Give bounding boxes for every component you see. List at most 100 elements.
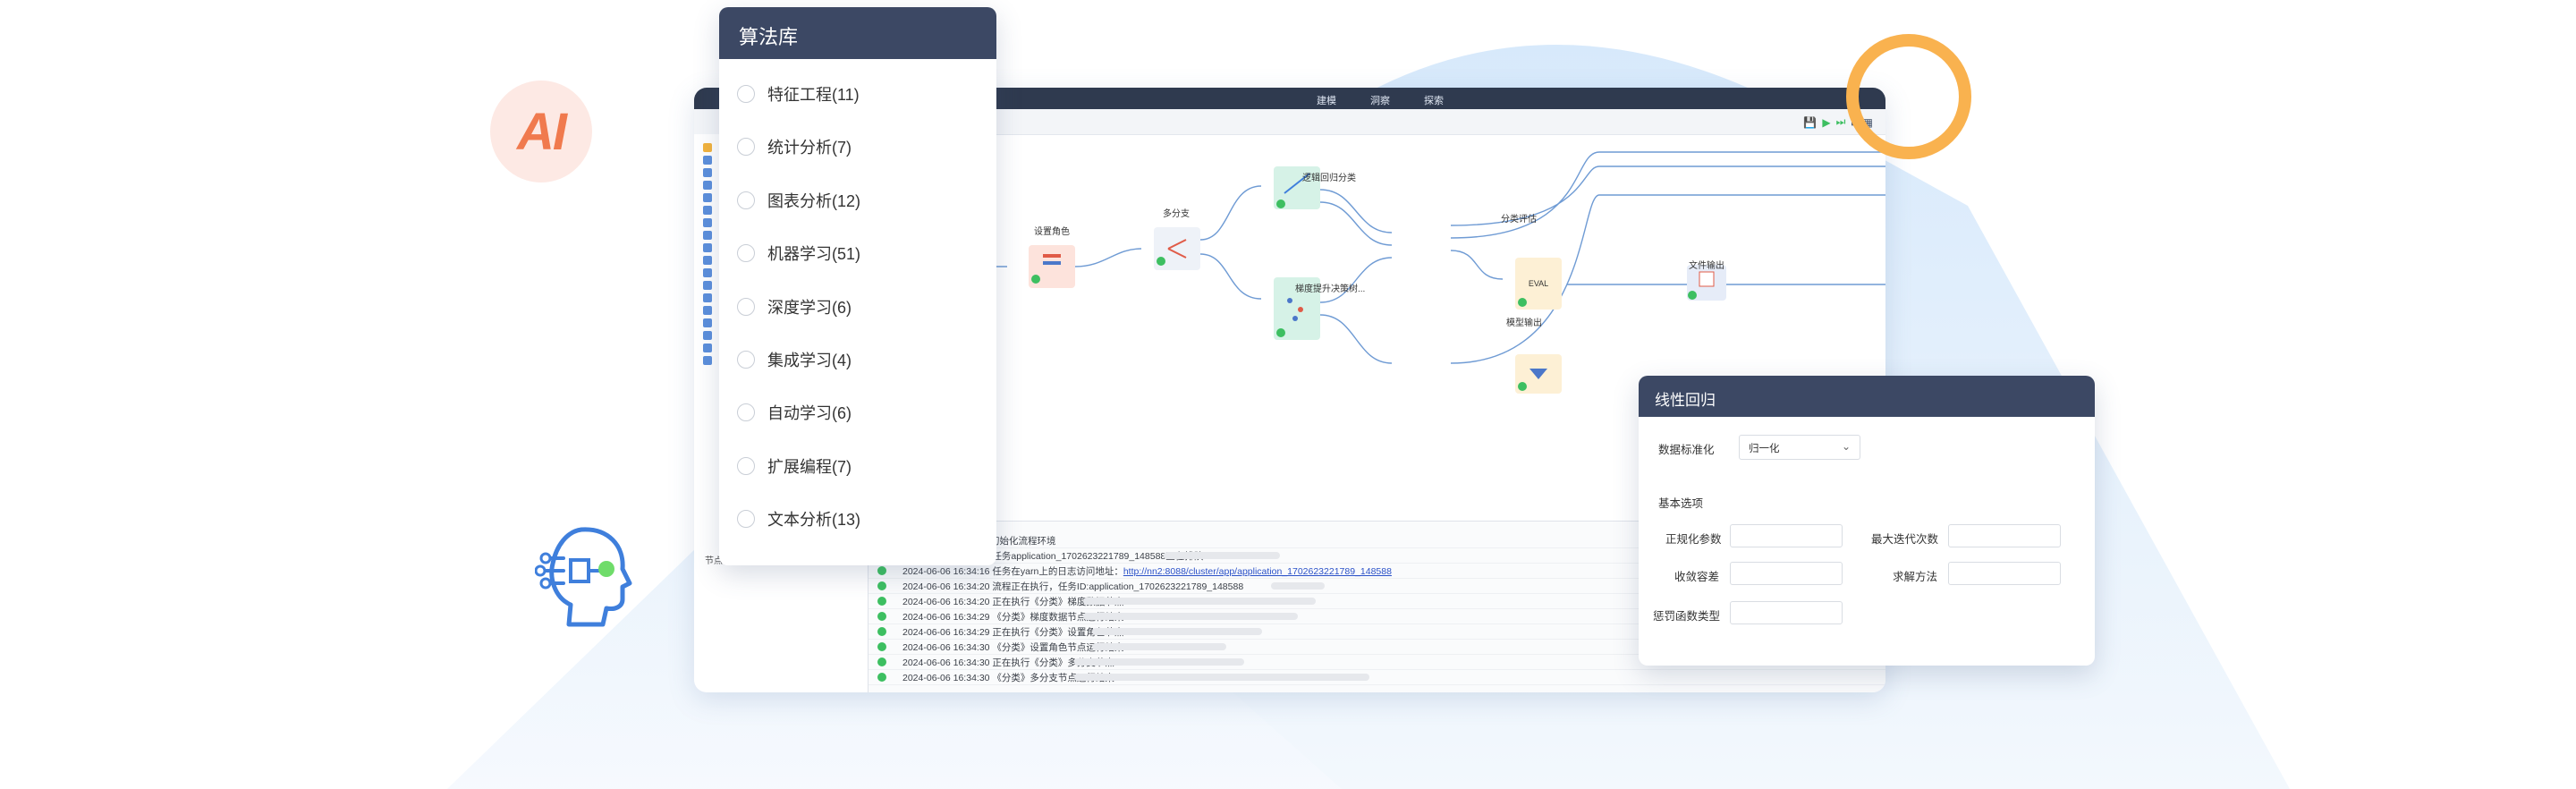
run-icon[interactable]: ▶ xyxy=(1822,115,1831,129)
basic-options-label: 基本选项 xyxy=(1658,497,1704,510)
library-item-label: 扩展编程(7) xyxy=(767,458,852,476)
layers-icon[interactable] xyxy=(703,256,712,265)
truck-icon[interactable] xyxy=(703,318,712,327)
std-select-value: 归一化 xyxy=(1749,444,1780,454)
library-item-auto-learning[interactable]: 自动学习(6) xyxy=(737,399,979,426)
reg-param-input[interactable] xyxy=(1730,524,1843,547)
flow-canvas: EVAL xyxy=(989,151,1885,394)
library-item-label: 文本分析(13) xyxy=(767,511,861,529)
log-row: 2024-06-06 16:34:29 正在执行《分类》设置角色节点 xyxy=(869,624,1885,640)
radio-icon[interactable] xyxy=(737,298,755,316)
puzzle-icon[interactable] xyxy=(703,243,712,252)
success-icon xyxy=(877,566,886,575)
radio-icon[interactable] xyxy=(737,351,755,369)
success-icon xyxy=(877,673,886,682)
menu-insight[interactable]: 洞察 xyxy=(1370,96,1390,106)
log-redacted-bar xyxy=(1074,658,1244,666)
linear-regression-panel: 线性回归 数据标准化 归一化 ⌄ 基本选项 正规化参数 最大迭代次数 收敛容差 … xyxy=(1639,376,2095,666)
library-title: 算法库 xyxy=(739,26,799,48)
node-file-output[interactable] xyxy=(1687,265,1726,301)
radio-icon[interactable] xyxy=(737,510,755,528)
menu-explore[interactable]: 探索 xyxy=(1424,96,1444,106)
flask-icon[interactable] xyxy=(703,231,712,240)
node-label-multi-branch: 多分支 xyxy=(1163,209,1190,219)
log-row: 2024-06-06 16:34:29 《分类》梯度数据节点运行结束 xyxy=(869,608,1885,624)
save-icon[interactable]: 💾 xyxy=(1803,115,1818,129)
library-item-machine-learning[interactable]: 机器学习(51) xyxy=(737,240,979,267)
library-item-ensemble-learning[interactable]: 集成学习(4) xyxy=(737,346,979,373)
radio-icon[interactable] xyxy=(737,403,755,421)
menu-modeling[interactable]: 建模 xyxy=(1317,96,1336,106)
node-set-role[interactable] xyxy=(1029,245,1075,288)
node-label-logistic: 逻辑回归分类 xyxy=(1302,174,1356,183)
library-item-extension-programming[interactable]: 扩展编程(7) xyxy=(737,453,979,479)
max-iter-input[interactable] xyxy=(1948,524,2061,547)
network-icon[interactable] xyxy=(703,206,712,215)
library-item-chart-analysis[interactable]: 图表分析(12) xyxy=(737,187,979,214)
library-header: 算法库 xyxy=(719,7,996,59)
max-iter-label: 最大迭代次数 xyxy=(1871,533,1939,546)
library-item-deep-learning[interactable]: 深度学习(6) xyxy=(737,293,979,320)
lr-title: 线性回归 xyxy=(1655,392,1716,409)
log-row: 2024-06-06 16:34:16 任务在yarn上的日志访问地址：http… xyxy=(869,563,1885,579)
log-redacted-bar xyxy=(1083,613,1298,620)
database-icon[interactable] xyxy=(703,156,712,165)
star-icon[interactable] xyxy=(703,143,712,152)
chart-icon[interactable] xyxy=(703,181,712,190)
std-select[interactable]: 归一化 ⌄ xyxy=(1739,435,1860,460)
node-model-output[interactable] xyxy=(1515,354,1562,394)
ai-badge-text: AI xyxy=(517,102,567,161)
node-label-model-output: 模型输出 xyxy=(1506,318,1542,328)
success-icon xyxy=(877,581,886,590)
refresh-icon[interactable] xyxy=(703,168,712,177)
brain-icon[interactable] xyxy=(703,268,712,277)
solver-input[interactable] xyxy=(1948,562,2061,585)
library-item-feature-engineering[interactable]: 特征工程(11) xyxy=(737,81,979,107)
pie-icon[interactable] xyxy=(703,218,712,227)
bars-icon[interactable] xyxy=(703,356,712,365)
radio-icon[interactable] xyxy=(737,85,755,103)
radio-icon[interactable] xyxy=(737,191,755,209)
radio-icon[interactable] xyxy=(737,457,755,475)
log-text: 2024-06-06 16:34:29 《分类》梯度数据节点运行结束 xyxy=(902,612,1124,623)
library-item-label: 统计分析(7) xyxy=(767,139,852,157)
log-text: 2024-06-06 16:34:20 正在执行《分类》梯度数据节点 xyxy=(902,597,1124,607)
lr-header: 线性回归 xyxy=(1639,376,2095,417)
code-icon[interactable] xyxy=(703,281,712,290)
run-step-icon[interactable]: ⏭ xyxy=(1835,115,1846,128)
log-text: 2024-06-06 16:34:16 任务在yarn上的日志访问地址：http… xyxy=(902,564,1392,578)
reg-param-label: 正规化参数 xyxy=(1665,533,1722,546)
library-item-text-analysis[interactable]: 文本分析(13) xyxy=(737,505,979,532)
log-text: 2024-06-06 16:34:29 正在执行《分类》设置角色节点 xyxy=(902,627,1124,638)
log-redacted-bar xyxy=(1271,582,1325,590)
library-item-statistics[interactable]: 统计分析(7) xyxy=(737,133,979,160)
log-text-prefix: 2024-06-06 16:34:16 任务在yarn上的日志访问地址： xyxy=(902,566,1123,577)
node-label-gbdt: 梯度提升决策树... xyxy=(1295,284,1366,294)
ai-badge: AI xyxy=(490,81,592,182)
log-redacted-bar xyxy=(1083,598,1316,605)
node-gbdt[interactable] xyxy=(1274,277,1320,340)
node-classification-eval[interactable]: EVAL xyxy=(1515,258,1562,310)
status-label: 节点 xyxy=(705,556,723,566)
library-item-label: 特征工程(11) xyxy=(767,86,860,104)
yarn-log-link[interactable]: http://nn2:8088/cluster/app/application_… xyxy=(1123,566,1392,577)
radio-icon[interactable] xyxy=(737,138,755,156)
plane-icon[interactable] xyxy=(703,344,712,352)
text-icon[interactable] xyxy=(703,293,712,302)
node-multi-branch[interactable] xyxy=(1154,227,1200,270)
success-icon xyxy=(877,658,886,666)
node-label-eval: 分类评估 xyxy=(1501,215,1537,225)
log-text: 2024-06-06 16:34:30 正在执行《分类》多分支节点 xyxy=(902,658,1114,668)
eval-text: EVAL xyxy=(1529,279,1548,288)
grid-icon[interactable] xyxy=(703,193,712,202)
gem-icon[interactable] xyxy=(703,306,712,315)
log-text: 2024-06-06 16:34:20 流程正在执行，任务ID:applicat… xyxy=(902,581,1244,592)
log-row: 2024-06-06 16:34:30 《分类》设置角色节点运行结束 xyxy=(869,639,1885,655)
flow-edges xyxy=(989,151,1885,364)
penalty-input[interactable] xyxy=(1730,601,1843,624)
node-logistic-regression[interactable] xyxy=(1274,166,1320,209)
tolerance-input[interactable] xyxy=(1730,562,1843,585)
penalty-label: 惩罚函数类型 xyxy=(1653,610,1721,623)
radio-icon[interactable] xyxy=(737,244,755,262)
cylinder-icon[interactable] xyxy=(703,331,712,340)
